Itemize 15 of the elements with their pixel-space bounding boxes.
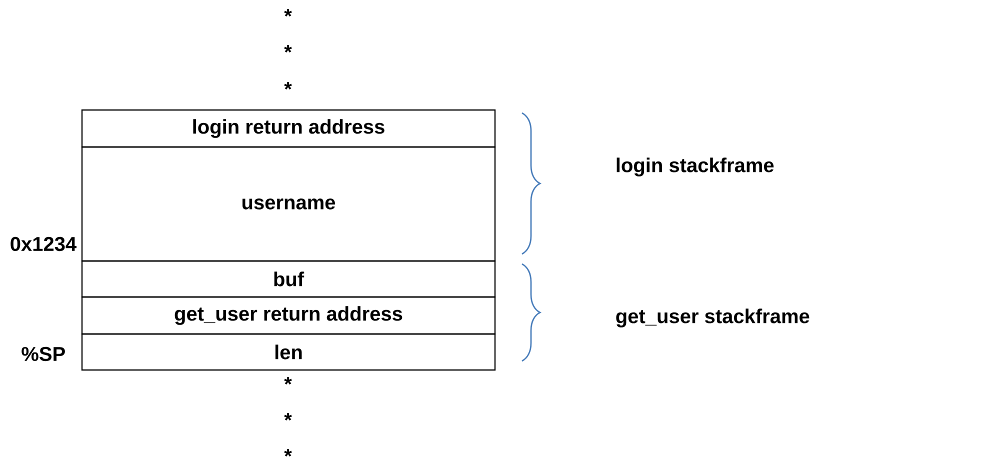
pointer-label: %SP <box>22 346 65 362</box>
asterisk: * <box>284 45 292 53</box>
asterisk: * <box>284 413 292 421</box>
stack-cell: buf <box>81 260 496 298</box>
frame-label: login stackframe <box>616 158 774 176</box>
asterisk: * <box>284 449 292 457</box>
asterisk: * <box>284 377 292 385</box>
asterisk: * <box>284 9 292 17</box>
stack-cell: login return address <box>81 109 496 148</box>
frame-label: get_user stackframe <box>616 308 810 328</box>
asterisk: * <box>284 82 292 90</box>
stack-cell: username <box>81 146 496 262</box>
stack-cell: get_user return address <box>81 296 496 335</box>
stack-cell: len <box>81 333 496 371</box>
address-label: 0x1234 <box>10 236 76 252</box>
